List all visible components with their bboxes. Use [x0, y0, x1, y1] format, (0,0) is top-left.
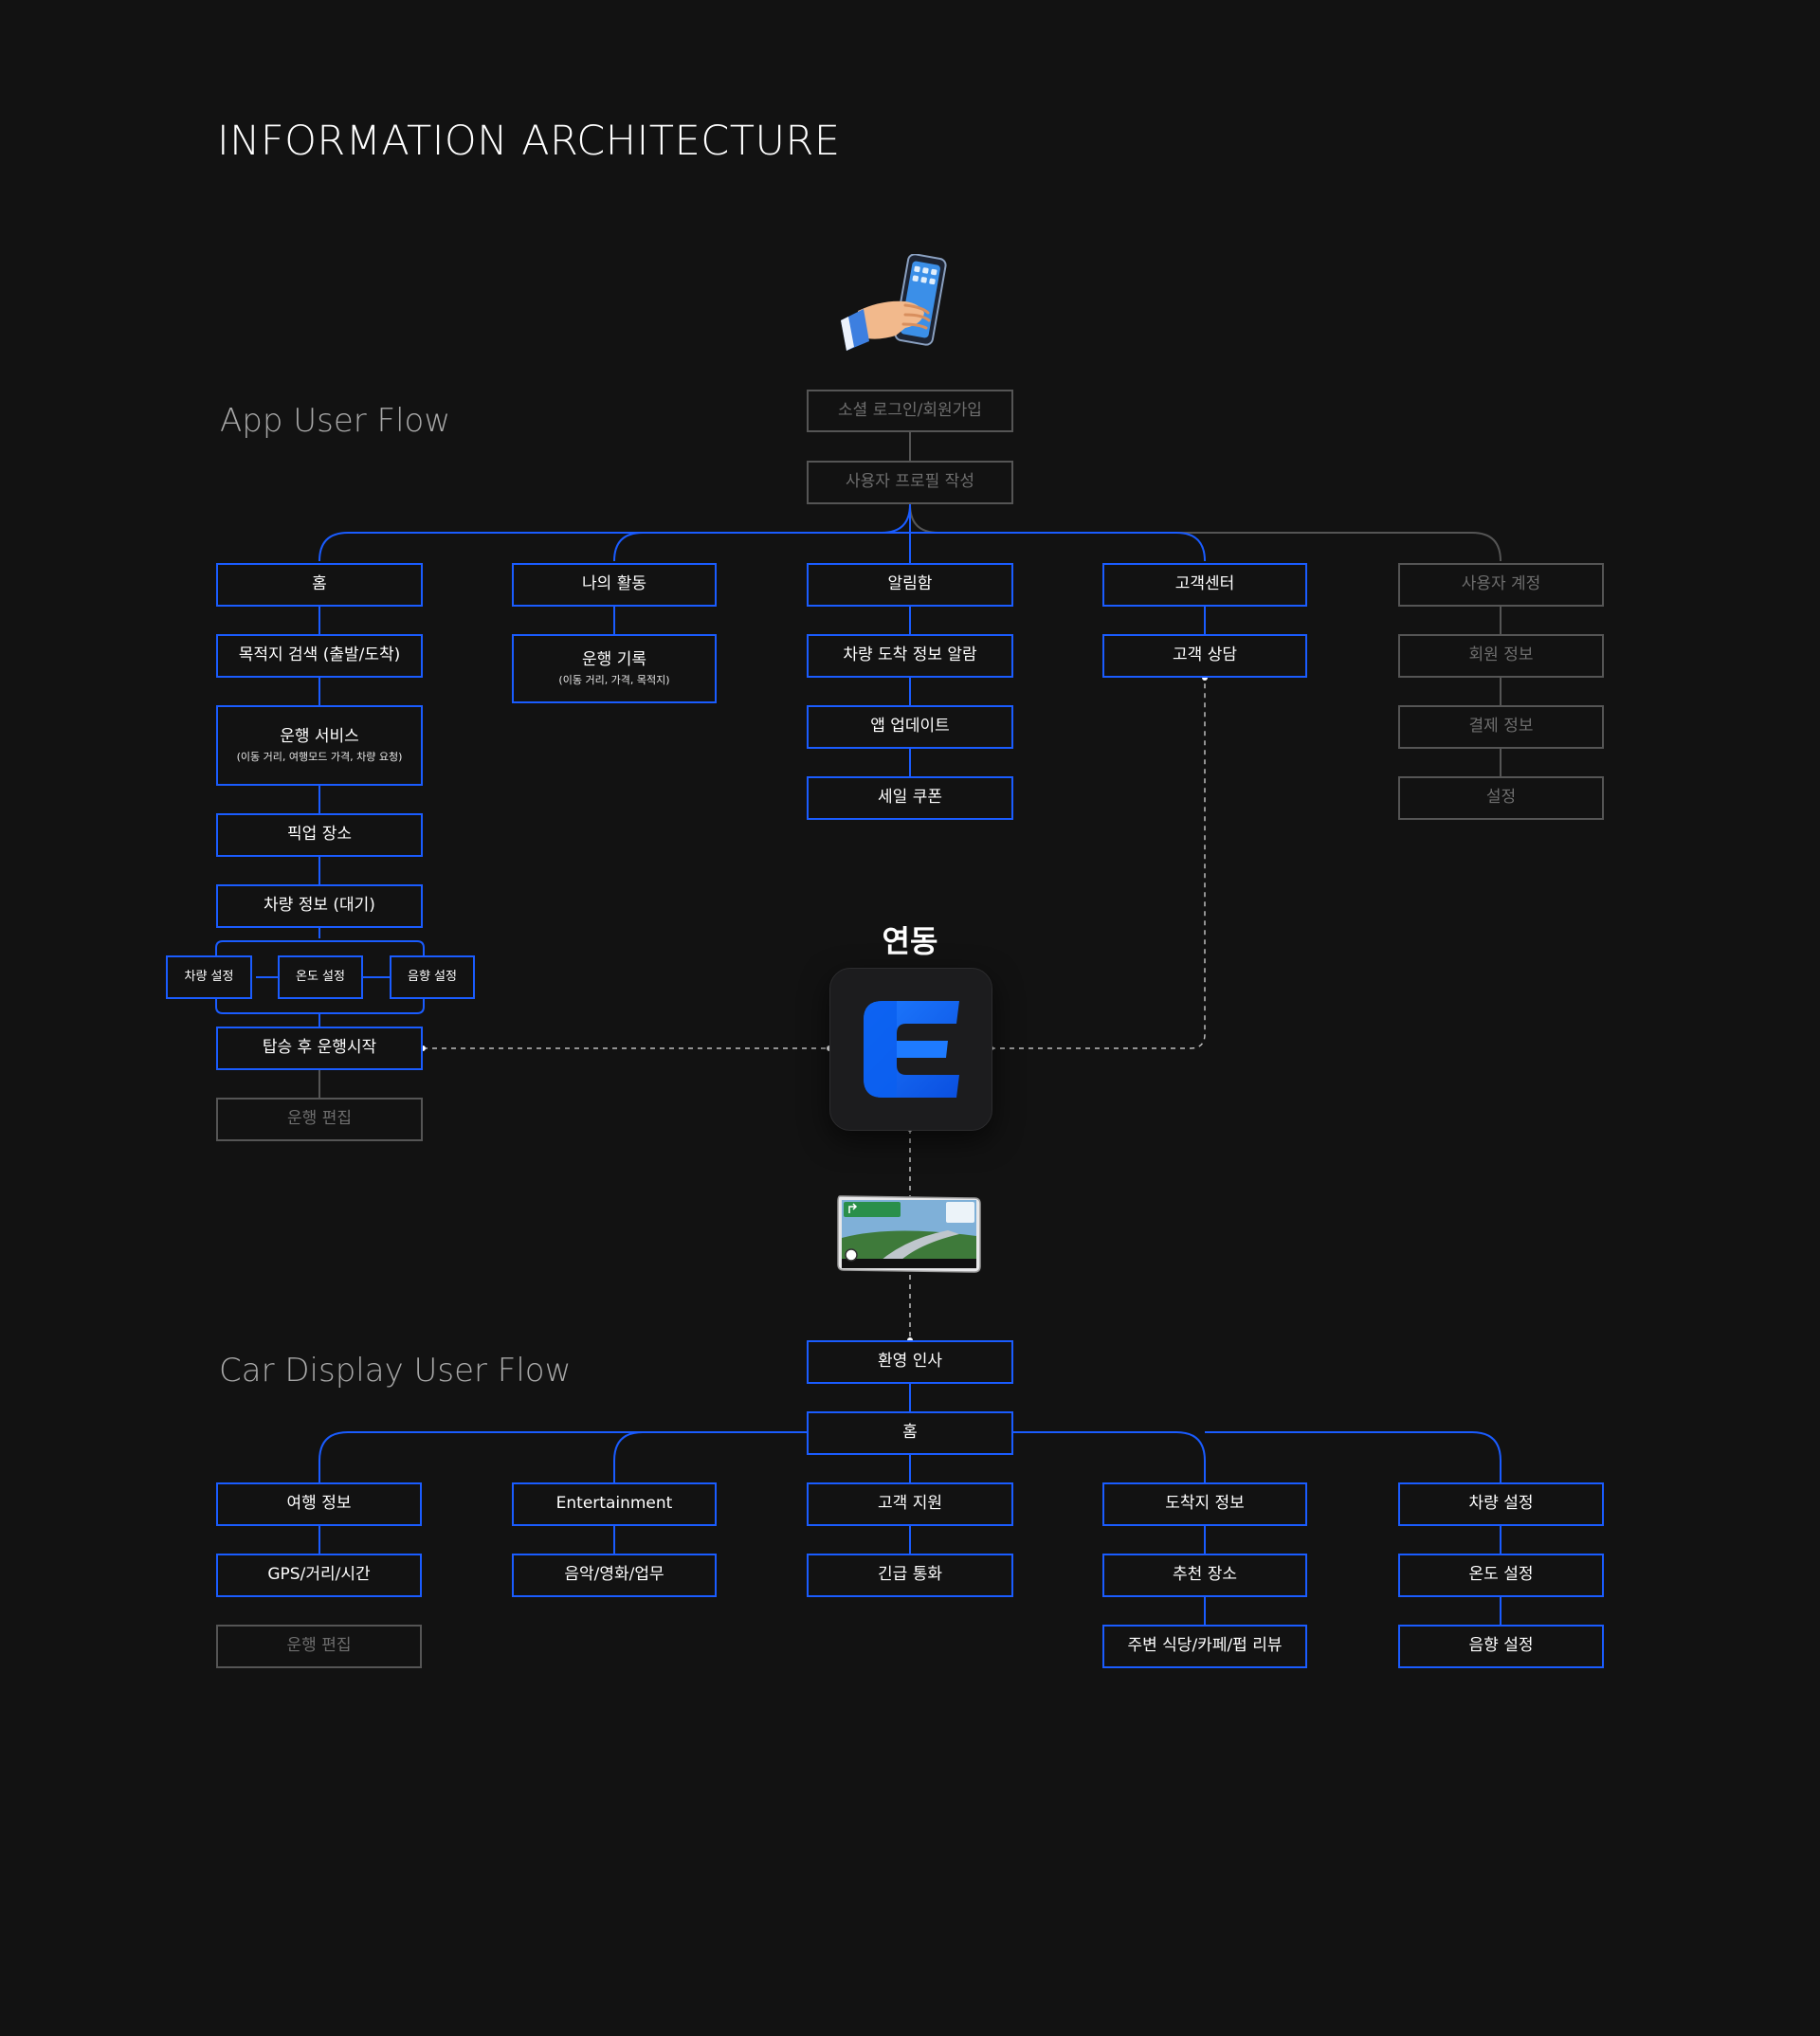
app-flow-label: App User Flow: [220, 402, 451, 440]
recommended-places-node: 추천 장소: [1102, 1554, 1307, 1597]
sound-setting-node: 음향 설정: [390, 955, 475, 999]
entertainment-node: Entertainment: [512, 1482, 717, 1526]
sale-coupon-node: 세일 쿠폰: [807, 776, 1013, 820]
app-update-node: 앱 업데이트: [807, 705, 1013, 749]
ride-service-sub: (이동 거리, 여행모드 가격, 차량 요청): [236, 751, 403, 764]
vehicle-info-node: 차량 정보 (대기): [216, 884, 423, 928]
customer-center-node: 고객센터: [1102, 563, 1307, 607]
notifications-node: 알림함: [807, 563, 1013, 607]
customer-consult-node: 고객 상담: [1102, 634, 1307, 678]
car-temperature-node: 온도 설정: [1398, 1554, 1604, 1597]
payment-info-node: 결제 정보: [1398, 705, 1604, 749]
nearby-reviews-node: 주변 식당/카페/펍 리뷰: [1102, 1625, 1307, 1668]
destination-info-node: 도착지 정보: [1102, 1482, 1307, 1526]
car-sound-node: 음향 설정: [1398, 1625, 1604, 1668]
integration-label: 연동: [882, 923, 938, 959]
ride-history-sub: (이동 거리, 가격, 목적지): [558, 674, 670, 687]
member-info-node: 회원 정보: [1398, 634, 1604, 678]
app-logo-tile: [829, 968, 992, 1131]
e-logo-icon: [864, 1001, 959, 1098]
pickup-location-node: 픽업 장소: [216, 813, 423, 857]
destination-search-node: 목적지 검색 (출발/도착): [216, 634, 423, 678]
ride-history-node: 운행 기록 (이동 거리, 가격, 목적지): [512, 634, 717, 703]
vehicle-setting-node: 차량 설정: [166, 955, 252, 999]
car-vehicle-setting-node: 차량 설정: [1398, 1482, 1604, 1526]
hand-holding-phone-icon: [841, 254, 947, 351]
my-activity-node: 나의 활동: [512, 563, 717, 607]
car-display-icon: [837, 1195, 981, 1273]
ride-service-node: 운행 서비스 (이동 거리, 여행모드 가격, 차량 요청): [216, 705, 423, 786]
customer-support-node: 고객 지원: [807, 1482, 1013, 1526]
temperature-setting-node: 온도 설정: [278, 955, 363, 999]
car-home-node: 홈: [807, 1411, 1013, 1455]
gps-node: GPS/거리/시간: [216, 1554, 422, 1597]
welcome-node: 환영 인사: [807, 1340, 1013, 1384]
ride-service-label: 운행 서비스: [280, 727, 359, 746]
arrival-alert-node: 차량 도착 정보 알람: [807, 634, 1013, 678]
trip-info-node: 여행 정보: [216, 1482, 422, 1526]
car-ride-edit-node: 운행 편집: [216, 1625, 422, 1668]
ride-edit-node: 운행 편집: [216, 1098, 423, 1141]
ride-history-label: 운행 기록: [582, 650, 646, 669]
car-flow-label: Car Display User Flow: [219, 1352, 572, 1390]
social-login-node: 소셜 로그인/회원가입: [807, 390, 1013, 432]
page-title: INFORMATION ARCHITECTURE: [217, 118, 841, 165]
start-ride-node: 탑승 후 운행시작: [216, 1027, 423, 1070]
user-account-node: 사용자 계정: [1398, 563, 1604, 607]
app-home-node: 홈: [216, 563, 423, 607]
media-node: 음악/영화/업무: [512, 1554, 717, 1597]
emergency-call-node: 긴급 통화: [807, 1554, 1013, 1597]
profile-setup-node: 사용자 프로필 작성: [807, 461, 1013, 504]
settings-node: 설정: [1398, 776, 1604, 820]
